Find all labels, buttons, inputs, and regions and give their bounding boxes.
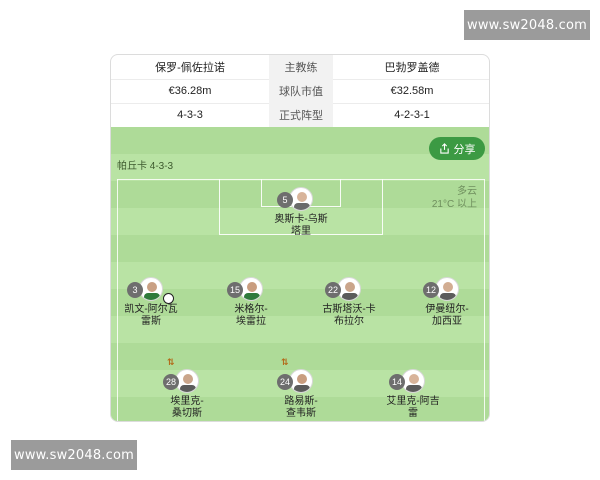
player-name: 米格尔- 埃雷拉 bbox=[211, 304, 291, 328]
weather-temperature: 21°C 以上 bbox=[431, 199, 477, 210]
coach-row: 保罗-佩佐拉诺 主教练 巴勃罗盖德 bbox=[111, 55, 489, 79]
jersey-number: 5 bbox=[277, 192, 293, 208]
substitution-icon: ⇅ bbox=[167, 357, 175, 367]
player-card[interactable]: ⇅ 24 路易斯- 查韦斯 bbox=[261, 357, 341, 420]
player-avatar bbox=[239, 277, 263, 301]
formation-row: 4-3-3 正式阵型 4-2-3-1 bbox=[111, 103, 489, 127]
penalty-box bbox=[219, 179, 383, 235]
grass-stripe bbox=[111, 343, 489, 370]
away-coach: 巴勃罗盖德 bbox=[384, 62, 440, 74]
formation-label-cell: 正式阵型 bbox=[269, 103, 333, 127]
player-name-line1: 米格尔- bbox=[234, 304, 268, 315]
watermark-bottom: www.sw2048.com bbox=[11, 440, 137, 470]
player-card[interactable]: ⇅ 28 埃里克- 桑切斯 bbox=[147, 357, 227, 420]
home-formation: 4-3-3 bbox=[177, 109, 203, 121]
grass-stripe bbox=[111, 235, 489, 262]
player-name-line1: 奥斯卡-乌斯 bbox=[274, 214, 328, 225]
jersey-number: 28 bbox=[163, 374, 179, 390]
player-card[interactable]: 5 奥斯卡-乌斯 塔里 bbox=[261, 187, 341, 238]
player-name-line1: 埃里克- bbox=[170, 396, 204, 407]
player-name-line2: 雷斯 bbox=[141, 316, 161, 327]
player-name-line2: 布拉尔 bbox=[334, 316, 364, 327]
jersey-number: 22 bbox=[325, 282, 341, 298]
player-name: 路易斯- 查韦斯 bbox=[261, 396, 341, 420]
player-name-line2: 塔里 bbox=[291, 226, 311, 237]
away-formation: 4-2-3-1 bbox=[394, 109, 430, 121]
jersey-number: 12 bbox=[423, 282, 439, 298]
touch-line-right bbox=[484, 179, 485, 421]
goal-ball-icon bbox=[163, 293, 174, 304]
player-avatar bbox=[289, 369, 313, 393]
team-info-table: 保罗-佩佐拉诺 主教练 巴勃罗盖德 €36.28m 球队市值 €32.58m 4… bbox=[111, 55, 489, 127]
player-name-line2: 桑切斯 bbox=[172, 408, 202, 419]
market-value-row: €36.28m 球队市值 €32.58m bbox=[111, 79, 489, 103]
watermark-top: www.sw2048.com bbox=[464, 10, 590, 40]
market-value-label: 球队市值 bbox=[269, 79, 333, 103]
jersey-number: 3 bbox=[127, 282, 143, 298]
player-name: 伊曼纽尔- 加西亚 bbox=[407, 304, 487, 328]
weather-info: 多云 21°C 以上 bbox=[432, 185, 477, 211]
share-button[interactable]: 分享 bbox=[429, 137, 485, 160]
home-market-value: €36.28m bbox=[168, 85, 212, 97]
goal-line bbox=[117, 179, 485, 180]
jersey-number: 15 bbox=[227, 282, 243, 298]
player-name-line1: 凯文-阿尔瓦 bbox=[124, 304, 178, 315]
weather-condition: 多云 bbox=[457, 186, 477, 197]
away-market-value: €32.58m bbox=[390, 85, 434, 97]
share-icon bbox=[439, 143, 449, 154]
player-name: 艾里克-阿吉 雷 bbox=[373, 396, 453, 420]
player-card[interactable]: 15 米格尔- 埃雷拉 bbox=[211, 277, 291, 328]
jersey-number: 14 bbox=[389, 374, 405, 390]
home-formation-caption: 帕丘卡 4-3-3 bbox=[117, 161, 174, 172]
player-name-line2: 加西亚 bbox=[432, 316, 462, 327]
player-name: 凯文-阿尔瓦 雷斯 bbox=[111, 304, 191, 328]
player-name-line1: 路易斯- bbox=[284, 396, 318, 407]
player-card[interactable]: 22 古斯塔沃-卡 布拉尔 bbox=[309, 277, 389, 328]
grass-stripe bbox=[111, 397, 489, 421]
player-name: 古斯塔沃-卡 布拉尔 bbox=[309, 304, 389, 328]
player-name-line1: 艾里克-阿吉 bbox=[386, 396, 440, 407]
home-coach: 保罗-佩佐拉诺 bbox=[155, 62, 225, 74]
player-name-line1: 古斯塔沃-卡 bbox=[322, 304, 376, 315]
player-name: 埃里克- 桑切斯 bbox=[147, 396, 227, 420]
player-card[interactable]: 14 艾里克-阿吉 雷 bbox=[373, 369, 453, 420]
lineup-card: 保罗-佩佐拉诺 主教练 巴勃罗盖德 €36.28m 球队市值 €32.58m 4… bbox=[110, 54, 490, 422]
player-name-line1: 伊曼纽尔- bbox=[425, 304, 469, 315]
player-avatar bbox=[401, 369, 425, 393]
share-label: 分享 bbox=[453, 143, 476, 156]
player-name-line2: 雷 bbox=[408, 408, 418, 419]
coach-label: 主教练 bbox=[269, 55, 333, 79]
player-card[interactable]: 12 伊曼纽尔- 加西亚 bbox=[407, 277, 487, 328]
touch-line-left bbox=[117, 179, 118, 421]
player-name-line2: 埃雷拉 bbox=[236, 316, 266, 327]
player-card[interactable]: 3 凯文-阿尔瓦 雷斯 bbox=[111, 277, 191, 328]
substitution-icon: ⇅ bbox=[281, 357, 289, 367]
player-name-line2: 查韦斯 bbox=[286, 408, 316, 419]
grass-stripe bbox=[111, 127, 489, 154]
jersey-number: 24 bbox=[277, 374, 293, 390]
pitch: 帕丘卡 4-3-3 多云 21°C 以上 分享 5 奥斯卡-乌斯 塔里 bbox=[111, 127, 489, 421]
player-name: 奥斯卡-乌斯 塔里 bbox=[261, 214, 341, 238]
